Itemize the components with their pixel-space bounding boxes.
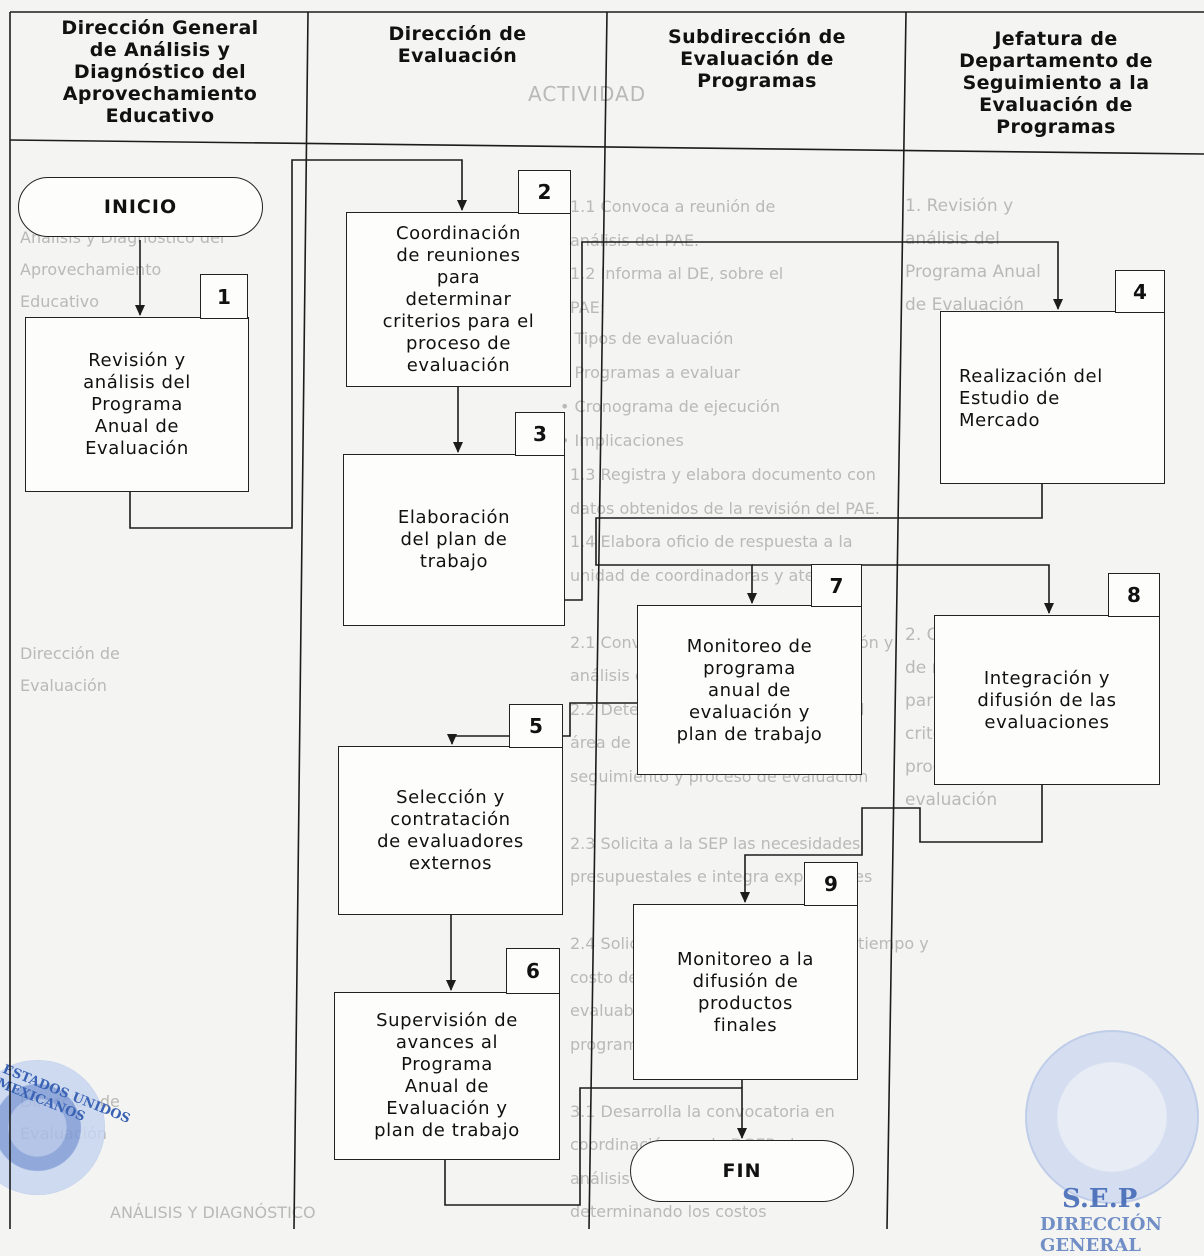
- flow-connectors: [9, 11, 1204, 1229]
- lane-header-direccion-general: Dirección General de Análisis y Diagnóst…: [61, 17, 259, 127]
- step-8-number: 8: [1108, 573, 1160, 617]
- connector-8-to-9: [740, 785, 1043, 903]
- lane-header-direccion-evaluacion: Dirección de Evaluación: [388, 23, 527, 67]
- connector-6-to-fin: [444, 1087, 747, 1206]
- lane-header-jefatura: Jefatura de Departamento de Seguimiento …: [959, 28, 1153, 138]
- bleed-through-bottom: ANÁLISIS Y DIAGNÓSTICO: [110, 1203, 316, 1222]
- lane-divider-2: [588, 11, 608, 1229]
- lane-divider-1: [293, 11, 309, 1229]
- step-7-number: 7: [811, 564, 862, 607]
- bleed-through-header: ACTIVIDAD: [528, 82, 647, 106]
- step-1-box: Revisión y análisis del Programa Anual d…: [25, 317, 249, 492]
- connector-4-to-7: [595, 484, 1043, 604]
- start-terminator: INICIO: [18, 177, 263, 237]
- left-seal-emblem: [0, 1060, 105, 1195]
- flowchart: ACTIVIDAD 1. Revisión y análisis del Pro…: [0, 11, 1204, 1256]
- step-8-box: Integración y difusión de las evaluacion…: [934, 615, 1160, 785]
- right-seal-text: S.E.P.: [1062, 1184, 1143, 1214]
- step-3-box: Elaboración del plan de trabajo: [343, 454, 565, 626]
- lane-divider-3: [886, 11, 907, 1229]
- header-divider: [9, 139, 1204, 155]
- connector-1-to-2: [129, 159, 467, 529]
- step-1-number: 1: [200, 274, 248, 319]
- step-4-number: 4: [1115, 270, 1165, 313]
- step-9-box: Monitoreo a la difusión de productos fin…: [633, 904, 858, 1080]
- step-6-box: Supervisión de avances al Programa Anual…: [334, 992, 560, 1160]
- end-terminator: FIN: [630, 1140, 854, 1202]
- step-3-number: 3: [515, 412, 565, 456]
- step-9-number: 9: [804, 862, 858, 906]
- connector-3-to-4: [565, 241, 1063, 601]
- step-5-number: 5: [509, 704, 563, 748]
- connector-7-to-5: [447, 702, 637, 745]
- step-2-number: 2: [518, 170, 571, 214]
- step-4-box: Realización del Estudio de Mercado: [940, 311, 1165, 484]
- step-2-box: Coordinación de reuniones para determina…: [346, 212, 571, 387]
- step-5-box: Selección y contratación de evaluadores …: [338, 746, 563, 915]
- right-seal-emblem: [1025, 1030, 1199, 1204]
- step-6-number: 6: [506, 948, 560, 994]
- lane-header-subdireccion: Subdirección de Evaluación de Programas: [668, 26, 846, 92]
- step-7-box: Monitoreo de programa anual de evaluació…: [637, 605, 862, 775]
